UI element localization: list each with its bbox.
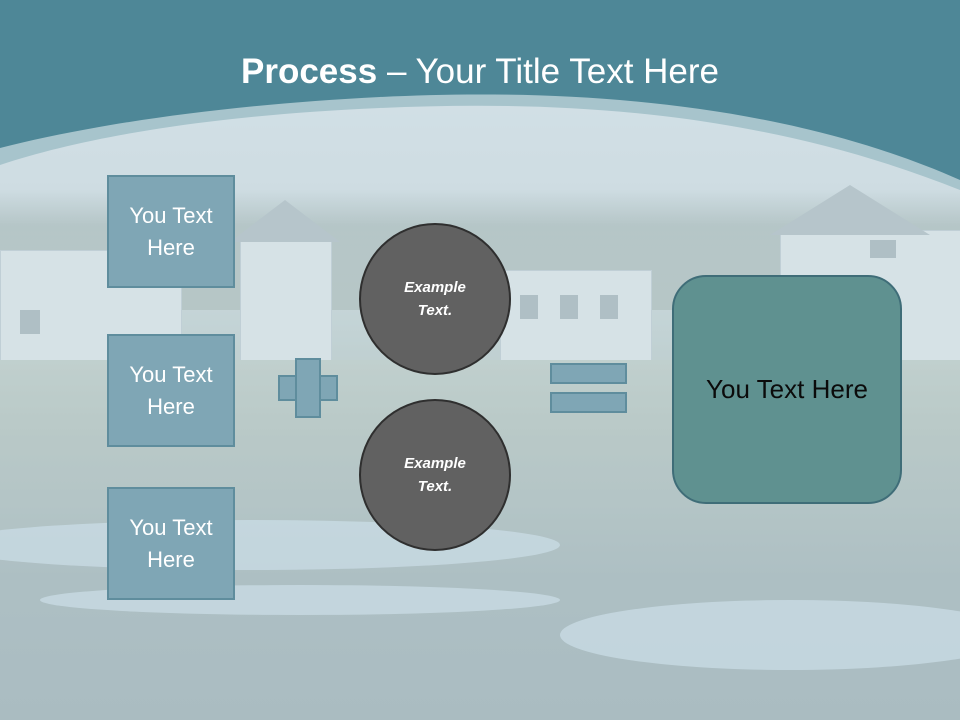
background-window [870, 240, 896, 258]
background-window [560, 295, 578, 319]
title-rest: – Your Title Text Here [377, 52, 719, 91]
text-box-2: You Text Here [107, 334, 235, 447]
background-window [520, 295, 538, 319]
result-box: You Text Here [672, 275, 902, 504]
example-circle-1: Example Text. [359, 223, 511, 375]
equals-top-bar [550, 363, 627, 384]
background-window [600, 295, 618, 319]
header-band [0, 0, 960, 190]
text-box-3: You Text Here [107, 487, 235, 600]
text-box-1: You Text Here [107, 175, 235, 288]
example-circle-2: Example Text. [359, 399, 511, 551]
header-band-fill [0, 0, 960, 180]
background-water [560, 600, 960, 670]
equals-bottom-bar [550, 392, 627, 413]
plus-center [297, 377, 319, 399]
background-window [20, 310, 40, 334]
page-title: Process – Your Title Text Here [0, 52, 960, 92]
title-strong: Process [241, 52, 378, 91]
background-roof [770, 185, 930, 235]
background-roof [230, 200, 340, 242]
